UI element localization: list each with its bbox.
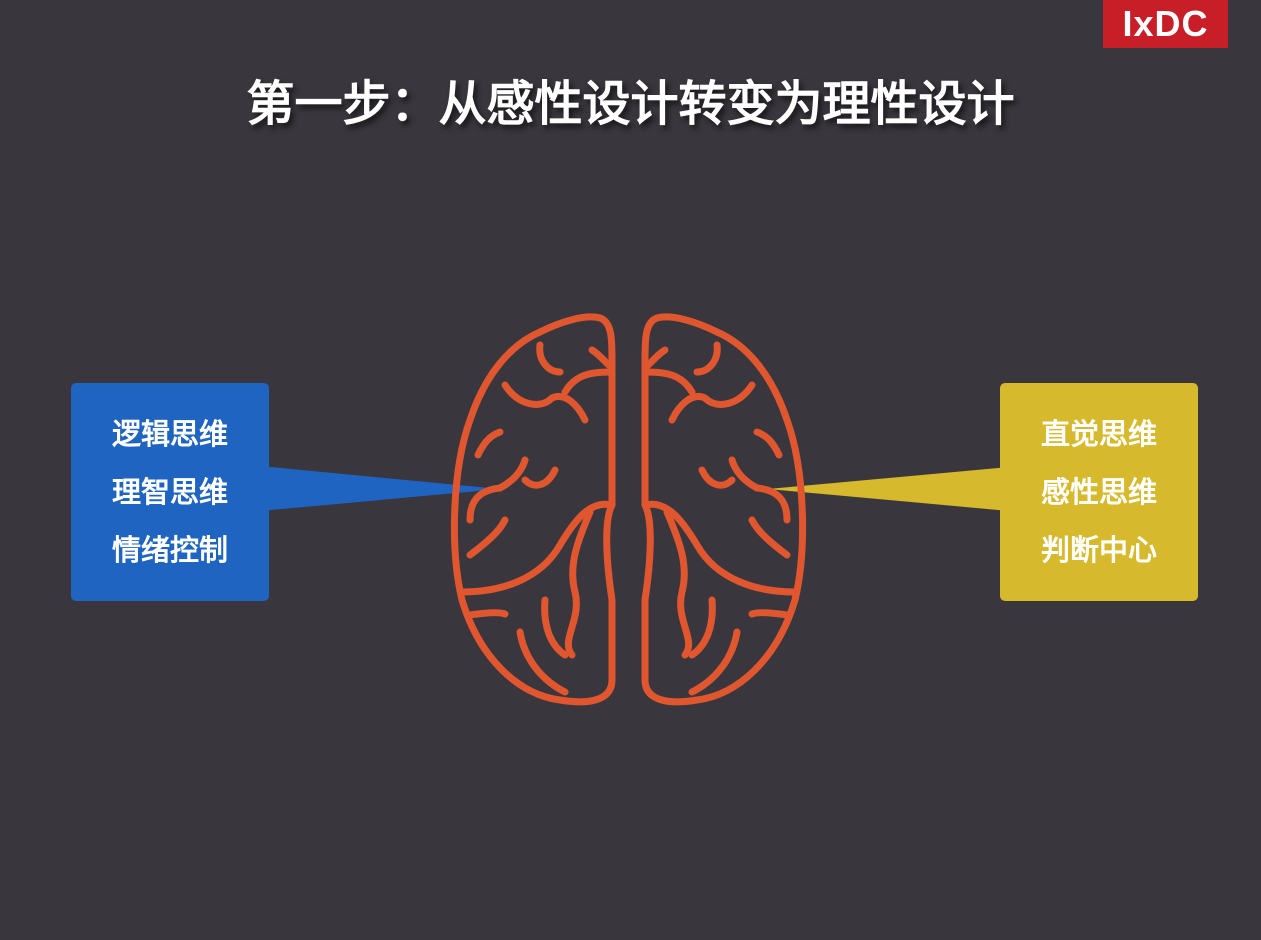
callout-line: 直觉思维 bbox=[1040, 417, 1157, 451]
brain-left-hemisphere bbox=[450, 313, 616, 706]
left-callout-pointer bbox=[260, 466, 500, 511]
callout-line: 理智思维 bbox=[111, 475, 228, 509]
callout-line: 逻辑思维 bbox=[111, 417, 228, 451]
ixdc-logo: IxDC bbox=[1103, 0, 1228, 48]
right-callout-pointer bbox=[768, 467, 1009, 511]
callout-line: 判断中心 bbox=[1040, 533, 1157, 567]
left-brain-callout: 逻辑思维 理智思维 情绪控制 bbox=[71, 383, 269, 601]
right-brain-callout: 直觉思维 感性思维 判断中心 bbox=[1000, 383, 1198, 601]
brain-right-hemisphere bbox=[645, 317, 803, 702]
callout-line: 情绪控制 bbox=[111, 533, 228, 567]
brain-icon bbox=[450, 313, 803, 706]
slide-title: 第一步：从感性设计转变为理性设计 bbox=[246, 76, 1015, 132]
callout-line: 感性思维 bbox=[1040, 475, 1157, 509]
